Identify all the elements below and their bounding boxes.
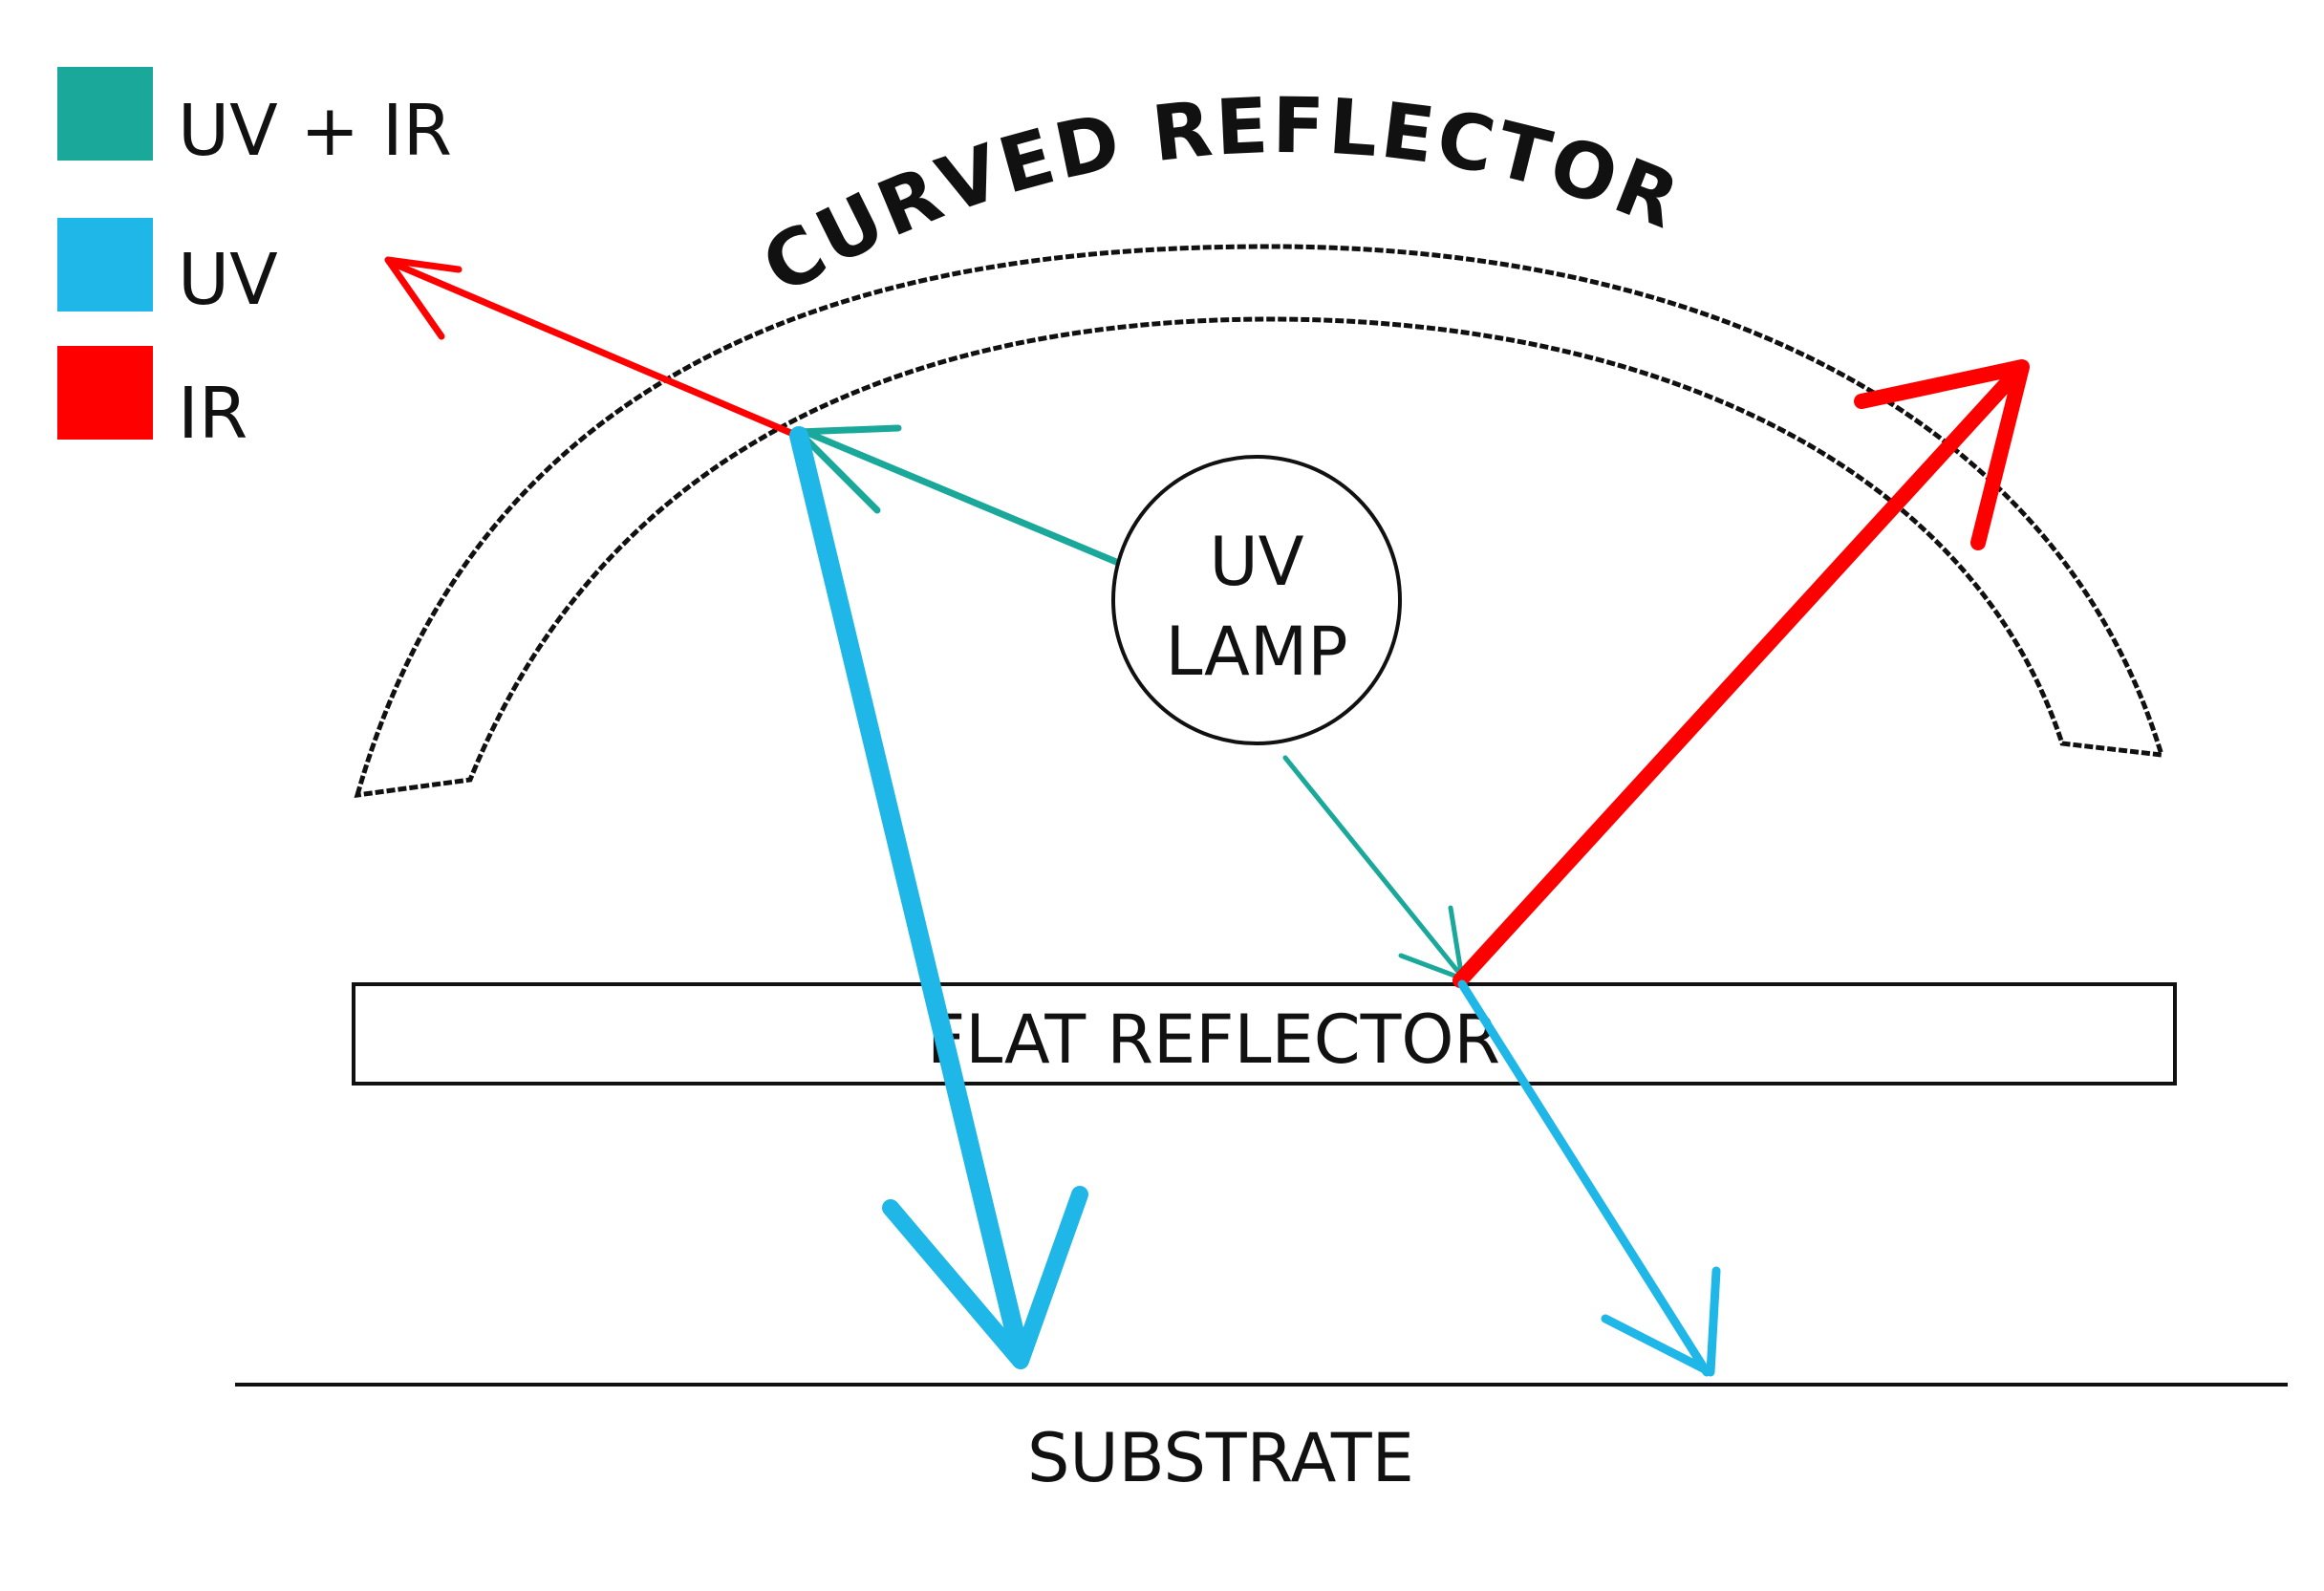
legend-item-ir: IR <box>57 346 247 455</box>
curved-reflector <box>354 244 2165 798</box>
legend-swatch-uv <box>57 218 153 312</box>
uv-lamp-label-line2: LAMP <box>1165 613 1347 691</box>
legend-label-uv: UV <box>178 239 278 321</box>
legend-label-ir: IR <box>178 373 247 455</box>
flat-reflector <box>352 982 2177 1086</box>
legend-item-uv-ir: UV + IR <box>57 67 452 172</box>
flat-reflector-label: FLAT REFLECTOR <box>927 1000 1500 1079</box>
ir-ray-right <box>1452 359 2030 988</box>
uv-ray-right <box>1457 979 1721 1377</box>
uv-lamp: UV LAMP <box>1111 455 1402 745</box>
legend-item-uv: UV <box>57 218 278 321</box>
substrate-label: SUBSTRATE <box>1027 1419 1414 1497</box>
uv-ir-ray-right <box>1282 755 1465 981</box>
uv-ir-ray-left <box>795 424 1120 566</box>
uv-ray-left <box>789 426 1088 1369</box>
uv-lamp-label-line1: UV <box>1209 523 1303 601</box>
legend: UV + IR UV IR <box>57 67 452 455</box>
legend-swatch-ir <box>57 346 153 440</box>
legend-swatch-uv-ir <box>57 67 153 161</box>
ir-ray-left <box>384 256 797 438</box>
legend-label-uv-ir: UV + IR <box>178 90 452 172</box>
